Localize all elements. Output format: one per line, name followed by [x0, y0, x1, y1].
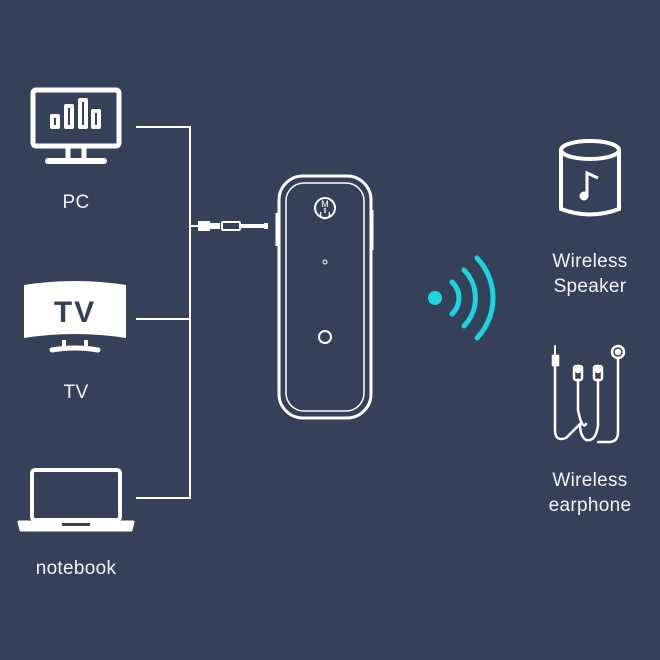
speaker-music-note-icon — [559, 139, 621, 217]
source-label-pc: PC — [36, 190, 116, 215]
label-text: TV — [63, 382, 89, 403]
bluetooth-adapter-icon: M — [275, 174, 374, 420]
laptop-icon — [17, 468, 135, 532]
bus-line — [136, 126, 191, 499]
label-line-2: earphone — [548, 495, 632, 516]
tv-screen-text: TV — [54, 296, 96, 329]
mode-button-mark: M — [321, 199, 329, 209]
curved-tv-icon: TV — [24, 281, 126, 353]
source-label-notebook: notebook — [16, 556, 136, 581]
label-line-2: Speaker — [553, 276, 627, 297]
output-label-speaker: Wireless Speaker — [536, 249, 644, 299]
label-text: PC — [62, 192, 90, 213]
label-line-1: Wireless — [552, 251, 628, 272]
aux-jack-icon — [198, 221, 268, 231]
source-label-tv: TV — [36, 380, 116, 405]
label-line-1: Wireless — [552, 470, 628, 491]
label-text: notebook — [35, 558, 117, 579]
connector-lines — [136, 126, 200, 499]
output-label-earphone: Wireless earphone — [536, 468, 644, 518]
earphones-icon — [551, 344, 626, 444]
monitor-bar-chart-icon — [30, 87, 122, 164]
wireless-signal-icon — [428, 255, 496, 341]
